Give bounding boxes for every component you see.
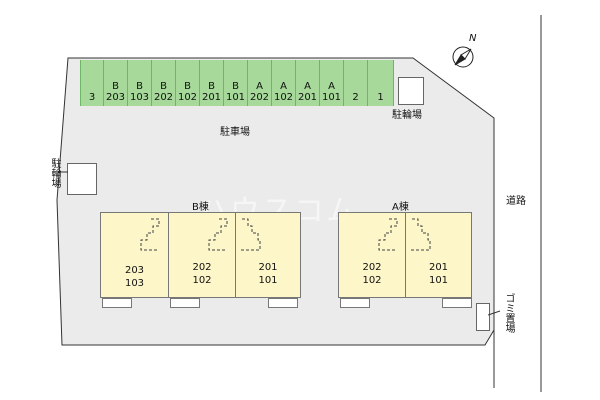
north-compass-icon [452,46,474,68]
outdoor-unit [170,298,200,308]
stall-building: A [280,81,287,92]
building-a-label: A棟 [392,202,409,213]
stall-number: 201 [201,92,222,103]
bike-parking-label: 駐輪場 [392,110,422,121]
stall-number: 101 [321,92,342,103]
unit-b-202-102: 202 102 [168,212,236,298]
unit-label-bottom: 102 [362,275,382,286]
stair-icon [378,218,398,251]
unit-a-201-101: 201 101 [405,212,472,298]
unit-label-bottom: 102 [192,275,212,286]
bike-parking-box [398,77,424,105]
leader-line [488,310,501,316]
north-label: N [469,33,477,44]
unit-label-top: 202 [192,262,212,273]
stall-building: A [304,81,311,92]
road-label: 道路 [506,196,526,207]
stall-number: 102 [273,92,294,103]
stall-building: B [160,81,167,92]
outdoor-unit [442,298,472,308]
bike-parking-label: 駐輪場 [49,158,60,188]
bike-parking-box [67,163,97,195]
garbage-label: ゴミ置場 [503,293,514,333]
stall-number: 1 [377,92,384,103]
stall-building: B [112,81,119,92]
outdoor-unit [340,298,370,308]
unit-a-202-102: 202 102 [338,212,406,298]
stall-number: 2 [352,92,359,103]
parking-stall: 3 [80,60,104,106]
parking-lot-label: 駐車場 [220,127,250,138]
outdoor-unit [268,298,298,308]
stall-building: B [208,81,215,92]
outdoor-unit [102,298,132,308]
stall-number: 203 [105,92,126,103]
stall-number: 101 [225,92,246,103]
stair-icon [240,218,261,251]
stall-building: A [328,81,335,92]
stall-number: 202 [153,92,174,103]
unit-label-bottom: 101 [258,275,278,286]
stall-building: B [136,81,143,92]
garbage-box [476,303,490,331]
stair-icon [140,218,160,251]
stall-building: B [184,81,191,92]
stall-number: 202 [249,92,270,103]
unit-label-top: 201 [428,262,449,273]
unit-b-201-101: 201 101 [235,212,301,298]
unit-label-bottom: 103 [124,278,145,289]
unit-label-top: 201 [258,262,278,273]
parking-stall: 1 [368,60,394,106]
building-b-label: B棟 [192,202,209,213]
leader-line [58,171,68,173]
unit-label-bottom: 101 [428,275,449,286]
unit-label-top: 202 [362,262,382,273]
stall-number: 102 [177,92,198,103]
stair-icon [208,218,228,251]
stall-building: B [232,81,239,92]
stall-building: A [256,81,263,92]
stall-number: 103 [129,92,150,103]
parking-stall: 2 [344,60,368,106]
stair-icon [410,218,431,251]
unit-label-top: 203 [124,265,145,276]
stall-number: 201 [297,92,318,103]
unit-b-203-103: 203 103 [100,212,169,298]
stall-number: 3 [88,92,96,103]
